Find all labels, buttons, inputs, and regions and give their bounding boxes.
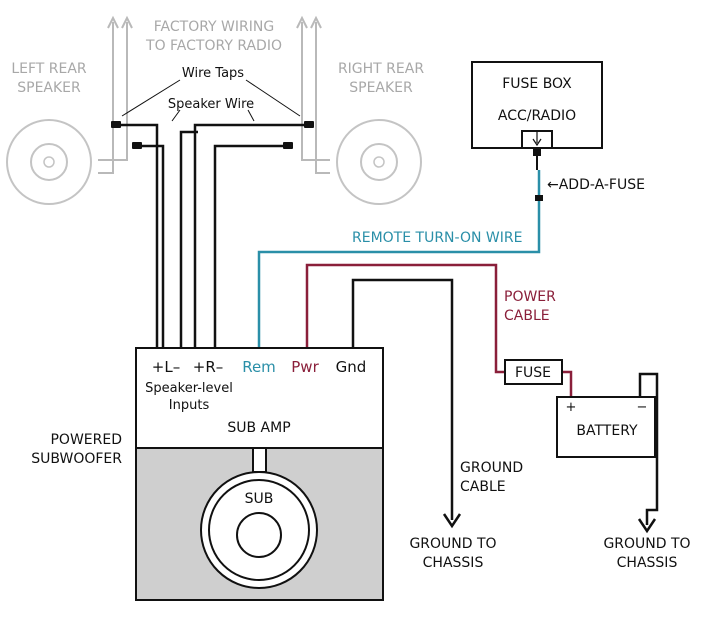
right-speaker-label: RIGHT REAR [338,61,424,77]
subwoofer-driver-icon [200,471,318,589]
wire-tap-connectors [111,121,314,149]
factory-wire-right-inner [301,22,330,161]
factory-wire-left-inner [98,22,128,161]
right-speaker-label: SPEAKER [349,80,413,96]
speaker-level-inputs-label: Inputs [169,398,210,413]
arrow-up-icon [310,15,322,29]
wire-tap-icon [132,142,142,149]
ground-to-chassis-label: GROUND TO [603,536,690,552]
remote-wire-label: REMOTE TURN-ON WIRE [352,230,522,246]
power-cable-label: POWER [504,289,556,305]
text-labels: FACTORY WIRING TO FACTORY RADIO LEFT REA… [11,19,690,571]
fuse-label: FUSE [515,365,551,381]
battery-minus-label: − [637,400,648,415]
power-cable-label: CABLE [504,308,550,324]
wire-tap-icon [304,121,314,128]
right-rear-speaker-icon [336,119,422,205]
battery-ground-cable [638,372,659,525]
wire-tap-icon [283,142,293,149]
sub-amp-box [135,347,384,449]
arrow-up-icon [107,15,119,29]
factory-wiring [98,15,330,174]
remote-turn-on-wire [257,200,541,348]
speaker-wires [120,123,305,348]
terminal-left-label: +L– [152,358,180,376]
factory-wiring-label: TO FACTORY RADIO [145,38,282,54]
ground-to-chassis-label: CHASSIS [423,555,484,571]
terminal-gnd-label: Gnd [336,358,367,376]
factory-wire-right-outer [315,22,330,174]
speaker-wire-left-minus [120,123,159,348]
ground-to-chassis-label: GROUND TO [409,536,496,552]
speaker-wire-right-a [193,123,305,348]
inline-fuse [504,359,563,385]
terminal-rem-label: Rem [242,358,276,376]
arrow-down-icon [637,518,657,534]
speaker-wire-right-b [213,144,283,348]
ground-to-chassis-label: CHASSIS [617,555,678,571]
arrow-up-icon [296,15,308,29]
terminal-pwr-label: Pwr [291,358,319,376]
add-a-fuse-plug-icon [533,148,541,156]
sub-label: SUB [245,491,274,507]
left-speaker-label: LEFT REAR [11,61,87,77]
powered-subwoofer-label: SUBWOOFER [31,451,122,467]
sub-amp-label: SUB AMP [227,420,290,436]
arrow-up-icon [121,15,133,29]
speaker-wire-left-plus [140,144,165,348]
callout-pointers [121,79,301,122]
power-cable-to-battery [562,370,573,397]
ground-cable-label: CABLE [460,479,506,495]
fuse-box-label: FUSE BOX [502,76,572,92]
left-speaker-label: SPEAKER [17,80,81,96]
arrow-down-icon [442,513,462,529]
terminal-right-label: +R– [193,358,224,376]
speaker-wire-label: Speaker Wire [168,97,254,112]
wire-tap-icon [111,121,121,128]
power-cable [305,263,505,374]
speaker-wire-left-b [179,130,198,348]
sub-connector [252,447,267,473]
battery-plus-label: + [566,400,577,415]
add-a-fuse-label: ←ADD-A-FUSE [547,177,645,193]
wire-taps-label: Wire Taps [182,66,244,81]
speaker-level-inputs-label: Speaker-level [145,381,233,396]
ground-cable-label: GROUND [460,460,523,476]
ground-cable [351,278,454,520]
battery [556,396,656,458]
powered-subwoofer-label: POWERED [50,432,122,448]
factory-wire-left-outer [98,22,114,174]
left-rear-speaker-icon [6,119,92,205]
battery-label: BATTERY [576,423,638,439]
factory-wiring-label: FACTORY WIRING [154,19,274,35]
fuse-box-sublabel: ACC/RADIO [498,108,576,124]
